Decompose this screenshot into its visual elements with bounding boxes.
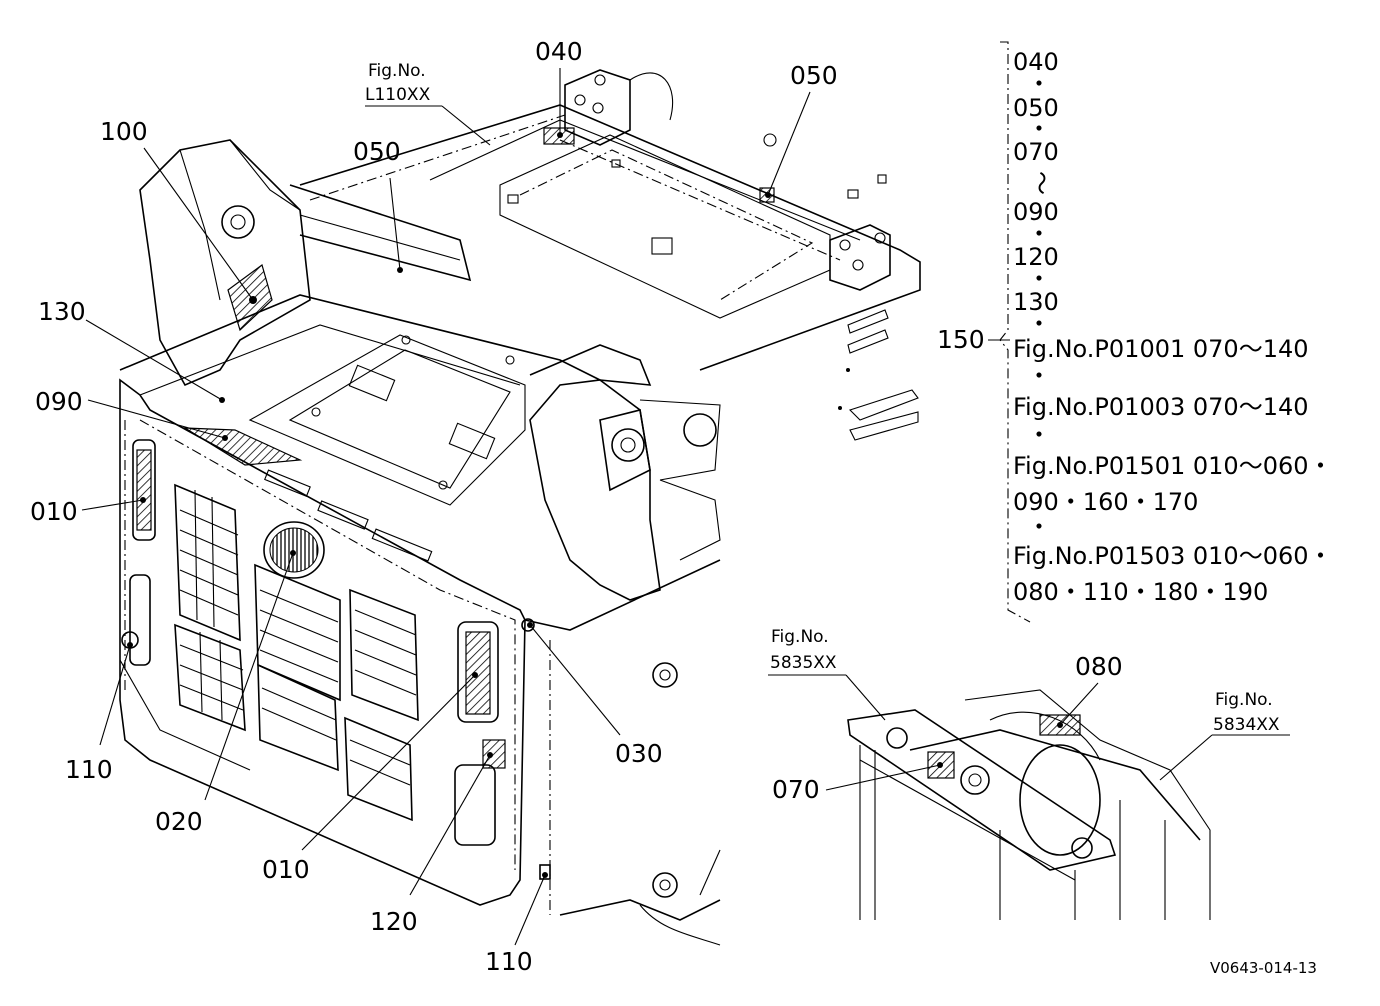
callout-numbers: 100 130 090 010 110 020 010 120 110 030 …	[30, 37, 1123, 976]
kit-item: 120	[1013, 243, 1059, 271]
callout-040: 040	[535, 37, 583, 66]
kit-separator: ・	[1027, 421, 1051, 449]
callout-090: 090	[35, 387, 83, 416]
callout-080: 080	[1075, 652, 1123, 681]
kit-separator: ・	[1027, 265, 1051, 293]
boom-towers-drawing	[139, 139, 721, 601]
kit-item: 090	[1013, 198, 1059, 226]
kit-ref-line: Fig.No.P01001 070～140	[1013, 335, 1309, 363]
kit-separator: ・	[1027, 70, 1051, 98]
fig-references: Fig.No. L110XX Fig.No. 5835XX Fig.No. 58…	[365, 61, 1280, 735]
kit-ref-line: Fig.No.P01003 070～140	[1013, 393, 1309, 421]
callout-070: 070	[772, 775, 820, 804]
radiator-inset-drawing	[847, 689, 1211, 920]
callout-150: 150	[937, 325, 985, 354]
kit-item: 130	[1013, 288, 1059, 316]
kit-item: 050	[1013, 94, 1059, 122]
kit-range: ～	[1027, 171, 1055, 195]
kit-separator: ・	[1027, 513, 1051, 541]
callout-110-bottom: 110	[485, 947, 533, 976]
kit-ref-line: 080・110・180・190	[1013, 578, 1268, 606]
kit-item: 070	[1013, 138, 1059, 166]
leader-lines	[81, 68, 1290, 946]
callout-010-left: 010	[30, 497, 78, 526]
kit-list: 040 ・ 050 ・ 070 ～ 090 ・ 120 ・ 130 ・ Fig.…	[1013, 48, 1333, 606]
callout-030: 030	[615, 739, 663, 768]
callout-100: 100	[100, 117, 148, 146]
callout-050-mid: 050	[353, 137, 401, 166]
kit-ref-line: 090・160・170	[1013, 488, 1198, 516]
kit-item: 040	[1013, 48, 1059, 76]
callout-050-top: 050	[790, 61, 838, 90]
callout-110-left: 110	[65, 755, 113, 784]
drawing-code: V0643-014-13	[1210, 959, 1317, 977]
kit-ref-line: Fig.No.P01503 010～060・	[1013, 542, 1333, 570]
callout-130: 130	[38, 297, 86, 326]
callout-120: 120	[370, 907, 418, 936]
callout-020: 020	[155, 807, 203, 836]
fig-ref-5835-number: 5835XX	[770, 653, 837, 673]
kit-separator: ・	[1027, 115, 1051, 143]
fig-ref-l110-label: Fig.No.	[368, 61, 426, 81]
callout-010-bottom: 010	[262, 855, 310, 884]
fig-ref-l110-number: L110XX	[365, 85, 431, 105]
kit-bracket	[999, 41, 1031, 623]
kit-separator: ・	[1027, 362, 1051, 390]
fig-ref-5835-label: Fig.No.	[771, 627, 829, 647]
fig-ref-5834-label: Fig.No.	[1215, 690, 1273, 710]
kit-ref-line: Fig.No.P01501 010～060・	[1013, 452, 1333, 480]
kit-separator: ・	[1027, 220, 1051, 248]
kit-separator: ・	[1027, 310, 1051, 338]
fig-ref-5834-number: 5834XX	[1213, 715, 1280, 735]
rear-body-drawing	[119, 294, 721, 946]
